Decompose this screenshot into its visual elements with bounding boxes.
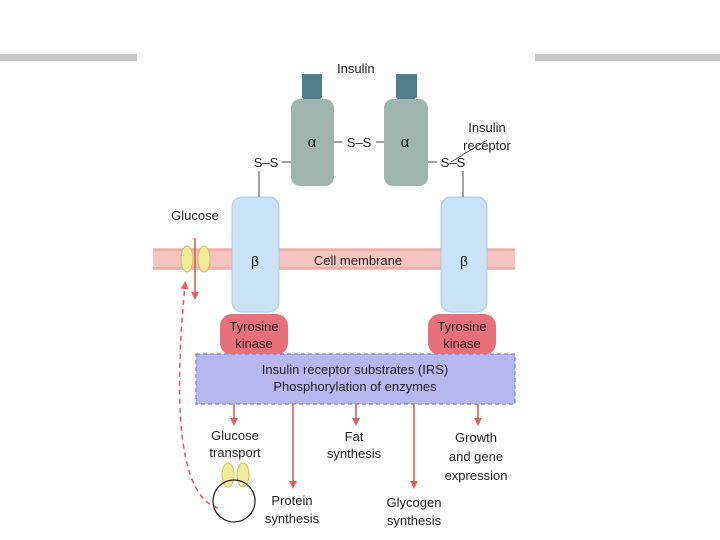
glucose-transporter-vesicle (212, 479, 256, 523)
protein-synthesis-line1: Protein (271, 493, 312, 508)
insulin-label: Insulin (337, 61, 375, 76)
growth-line3: expression (445, 468, 508, 483)
irs-label-line1: Insulin receptor substrates (IRS) (262, 362, 448, 377)
transporter-vesicle-right (236, 462, 250, 488)
disulfide-left-label: S–S (254, 155, 279, 170)
beta-subunit-right (440, 196, 488, 313)
disulfide-right-label: S–S (441, 155, 466, 170)
growth-line2: and gene (449, 449, 503, 464)
insulin-receptor-label-line1: Insulin (468, 120, 506, 135)
transporter-vesicle-left (221, 462, 235, 488)
glucose-transport-line2: transport (209, 445, 261, 460)
tyrosine-kinase-right-line1: Tyrosine (437, 319, 486, 334)
tyrosine-kinase-left (220, 314, 288, 355)
fat-synthesis-line2: synthesis (327, 446, 382, 461)
tyrosine-kinase-right-line2: kinase (443, 336, 481, 351)
tyrosine-kinase-right (428, 314, 496, 355)
alpha-label-right: α (401, 134, 410, 151)
insulin-receptor-label-line2: receptor (463, 138, 511, 153)
beta-label-left: β (251, 253, 259, 269)
alpha-label-left: α (308, 134, 317, 151)
irs-label-line2: Phosphorylation of enzymes (273, 379, 437, 394)
insulin-molecule-left (302, 74, 322, 107)
tyrosine-kinase-left-line2: kinase (235, 336, 273, 351)
cell-membrane-label: Cell membrane (314, 253, 402, 268)
alpha-subunit-left (291, 99, 334, 186)
fat-synthesis-line1: Fat (345, 429, 364, 444)
alpha-subunit-right (384, 99, 428, 186)
slide-header-bar-right (535, 54, 720, 61)
glycogen-synthesis-line1: Glycogen (387, 495, 442, 510)
slide-header-bar-left (0, 54, 137, 61)
glucose-channel-left (180, 245, 194, 273)
disulfide-center-label: S–S (347, 135, 372, 150)
beta-label-right: β (460, 253, 468, 269)
beta-subunit-left (231, 196, 280, 313)
glucose-label: Glucose (171, 208, 219, 223)
protein-synthesis-line2: synthesis (265, 511, 320, 526)
glucose-transport-line1: Glucose (211, 428, 259, 443)
growth-line1: Growth (455, 430, 497, 445)
insulin-molecule-right (396, 74, 417, 107)
glycogen-synthesis-line2: synthesis (387, 513, 442, 528)
tyrosine-kinase-left-line1: Tyrosine (229, 319, 278, 334)
irs-box (195, 353, 516, 405)
glucose-channel-right (197, 245, 211, 273)
